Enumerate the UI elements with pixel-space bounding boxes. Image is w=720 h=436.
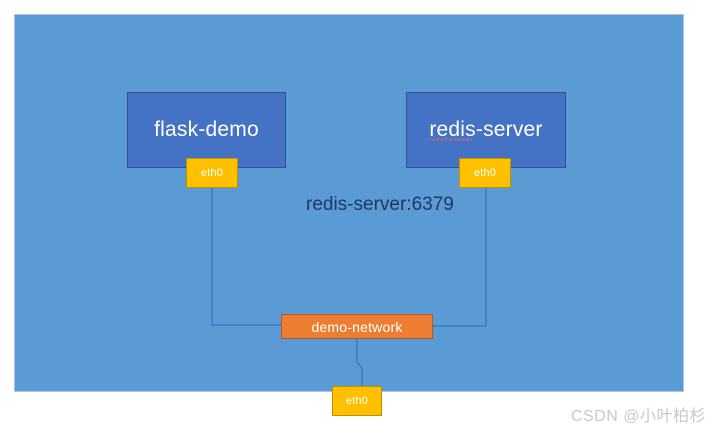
eth0-badge-redis-server[interactable]: eth0 — [459, 158, 511, 188]
eth0-badge-host[interactable]: eth0 — [332, 386, 382, 416]
csdn-watermark: CSDN @小叶柏杉 — [570, 408, 706, 425]
service-box-flask-demo[interactable]: flask-demo — [127, 92, 286, 168]
service-label-redis-server: redis-server — [429, 118, 543, 141]
network-bar-demo-network[interactable]: demo-network — [281, 314, 433, 339]
connection-label-redis-endpoint: redis-server:6379 — [306, 194, 454, 215]
service-box-redis-server[interactable]: redis-server — [406, 92, 566, 168]
eth0-badge-label: eth0 — [200, 167, 224, 179]
network-label: demo-network — [311, 318, 403, 335]
eth0-badge-flask-demo[interactable]: eth0 — [186, 158, 238, 188]
service-label-flask-demo: flask-demo — [154, 118, 259, 141]
eth0-badge-label: eth0 — [473, 167, 497, 179]
eth0-badge-label: eth0 — [345, 395, 369, 407]
